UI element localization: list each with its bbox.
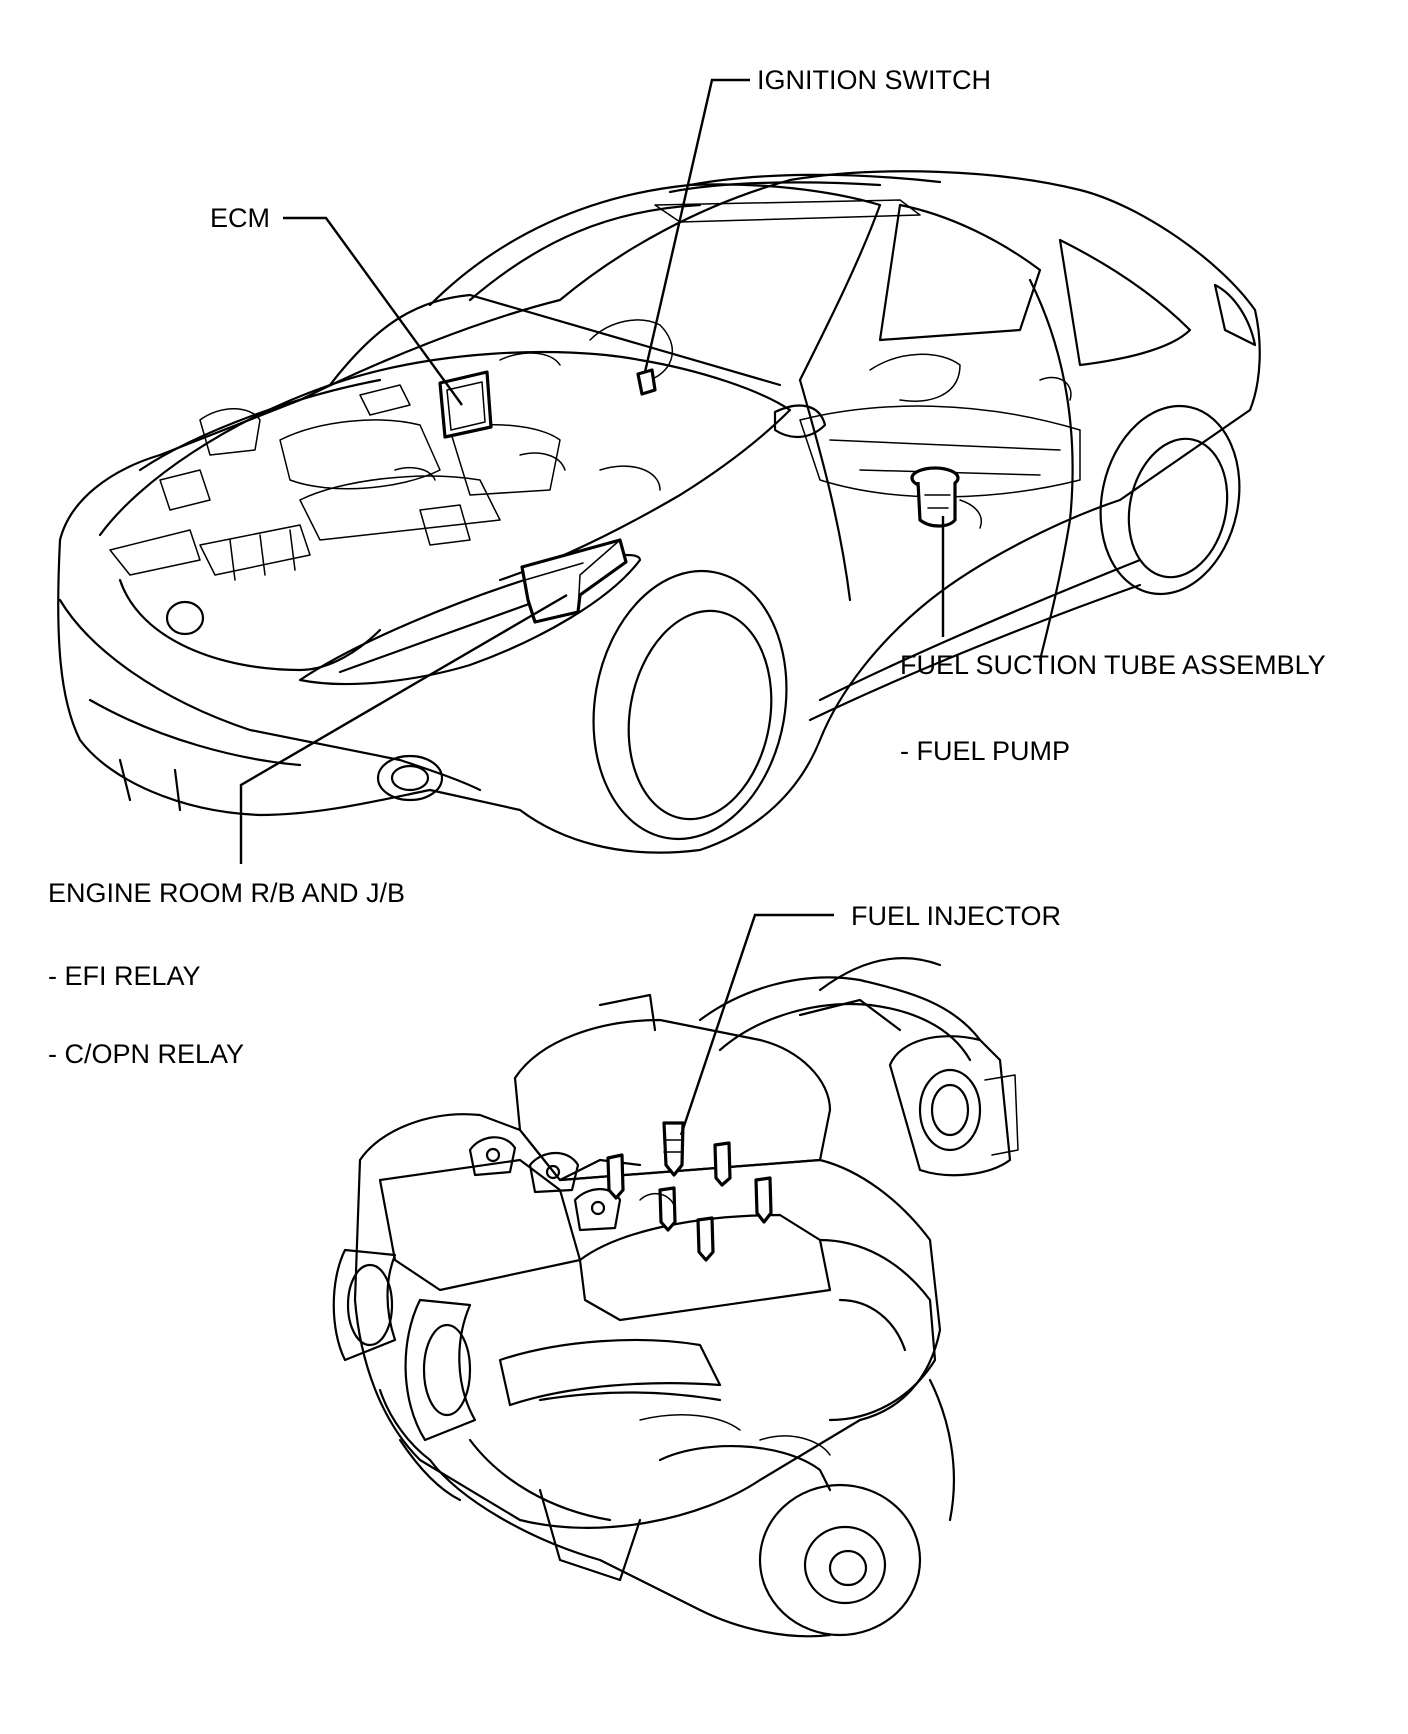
car-illustration	[57, 170, 1261, 854]
fuel-injectors-part	[606, 1121, 773, 1262]
fuel-suction-tube-assembly-part	[910, 466, 982, 529]
label-copn-relay: - C/OPN RELAY	[48, 1039, 244, 1069]
engine-room-relay-box-part	[520, 538, 628, 624]
ignition-switch-part	[636, 368, 657, 396]
label-ecm: ECM	[210, 203, 270, 233]
leader-lines	[239, 78, 945, 1136]
label-ignition-switch: IGNITION SWITCH	[757, 65, 991, 95]
label-fuel-injector: FUEL INJECTOR	[851, 901, 1061, 931]
engine-illustration	[332, 957, 1019, 1638]
label-efi-relay: - EFI RELAY	[48, 961, 201, 991]
label-fuel-pump: - FUEL PUMP	[900, 736, 1070, 766]
label-engine-room-rb-jb: ENGINE ROOM R/B AND J/B	[48, 878, 405, 908]
ecm-part	[438, 370, 493, 439]
label-fuel-suction-tube-assembly: FUEL SUCTION TUBE ASSEMBLY	[900, 650, 1326, 680]
